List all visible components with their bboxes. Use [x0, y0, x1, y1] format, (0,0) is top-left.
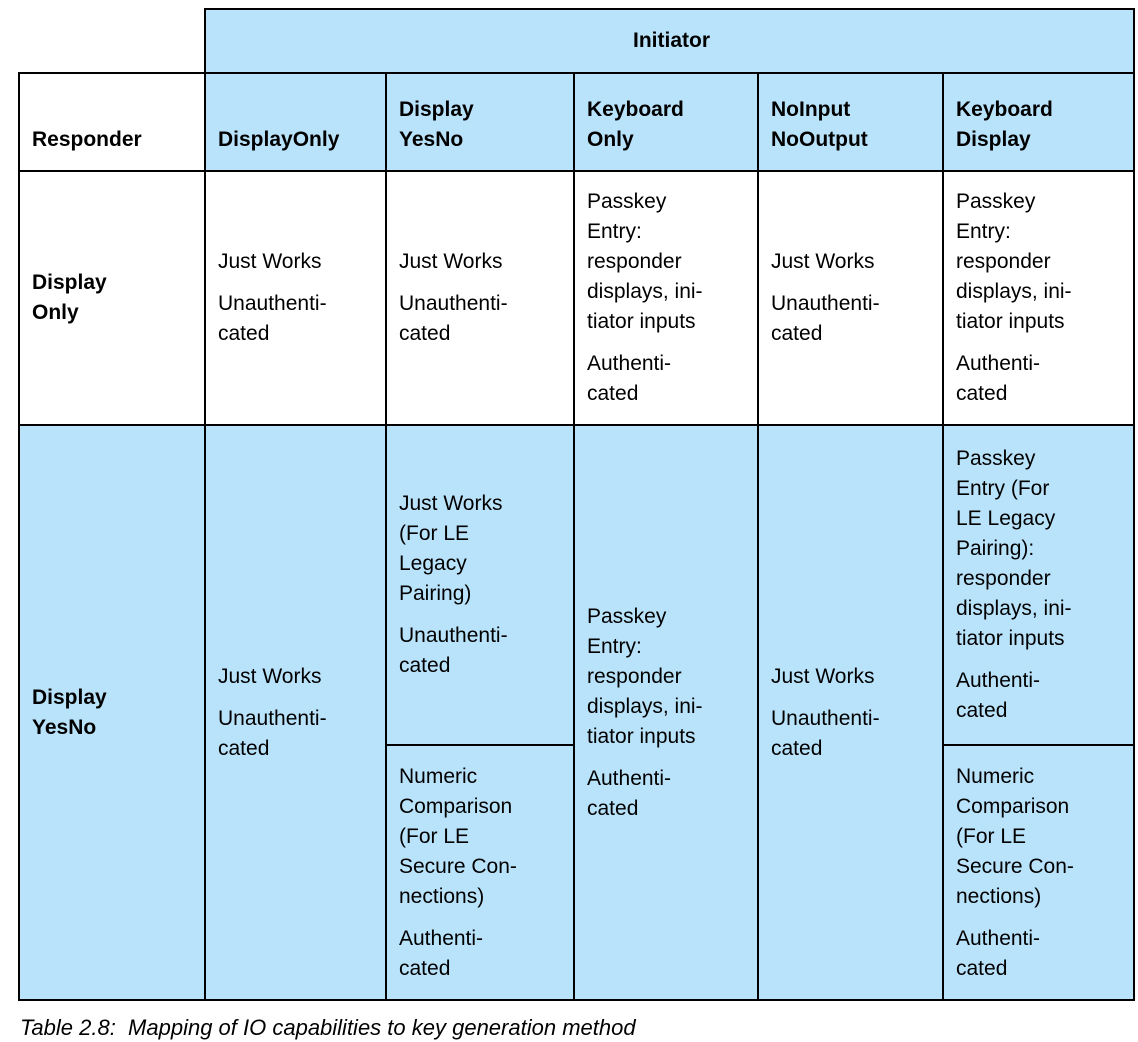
table-caption: Table 2.8: Mapping of IO capabilities to…	[20, 1015, 636, 1040]
column-header-keyboard-only: Keyboard Only	[573, 72, 759, 172]
row-header-label: Display Only	[32, 271, 107, 324]
cell-display-yesno-vs-noinput-nooutput: Just Works Unauthenti- cated	[757, 424, 944, 1001]
cell-displayonly-vs-keyboard-only: Passkey Entry: responder displays, ini- …	[573, 170, 759, 426]
header-label: Responder	[32, 128, 142, 151]
responder-axis-header: Responder	[18, 72, 206, 172]
initiator-axis-header: Initiator	[203, 8, 1136, 74]
cell-paragraph: Just Works	[771, 250, 875, 273]
cell-paragraph: Authenti- cated	[956, 352, 1041, 405]
column-header-display-yesno: Display YesNo	[385, 72, 575, 172]
cell-displayonly-vs-display-yesno: Just Works Unauthenti- cated	[385, 170, 575, 426]
cell-display-yesno-vs-displayonly: Just Works Unauthenti- cated	[204, 424, 387, 1001]
cell-paragraph: Unauthenti- cated	[218, 292, 327, 345]
document-page: Initiator Responder DisplayOnly Display …	[18, 8, 1136, 1042]
cell-display-yesno-vs-display-yesno-legacy: Just Works (For LE Legacy Pairing) Unaut…	[385, 424, 575, 746]
cell-display-yesno-vs-keyboard-display-secure: Numeric Comparison (For LE Secure Con- n…	[941, 744, 1136, 1001]
cell-paragraph: Numeric Comparison (For LE Secure Con- n…	[399, 764, 517, 908]
header-label: Display YesNo	[399, 98, 474, 151]
row-header-label: Display YesNo	[32, 685, 107, 739]
cell-paragraph: Authenti- cated	[587, 352, 672, 405]
cell-paragraph: Passkey Entry (For LE Legacy Pairing): r…	[956, 447, 1072, 650]
cell-paragraph: Unauthenti- cated	[399, 624, 508, 677]
cell-displayonly-vs-keyboard-display: Passkey Entry: responder displays, ini- …	[941, 170, 1136, 426]
cell-paragraph: Unauthenti- cated	[771, 292, 880, 345]
cell-paragraph: Just Works	[771, 664, 875, 688]
cell-paragraph: Passkey Entry: responder displays, ini- …	[587, 604, 703, 748]
cell-paragraph: Passkey Entry: responder displays, ini- …	[587, 190, 703, 333]
column-header-keyboard-display: Keyboard Display	[941, 72, 1136, 172]
header-label: Keyboard Display	[956, 98, 1053, 151]
cell-paragraph: Unauthenti- cated	[218, 706, 327, 760]
cell-paragraph: Authenti- cated	[399, 926, 484, 980]
header-label: DisplayOnly	[218, 128, 340, 151]
cell-paragraph: Just Works (For LE Legacy Pairing)	[399, 492, 503, 605]
cell-paragraph: Unauthenti- cated	[771, 706, 880, 760]
cell-paragraph: Authenti- cated	[587, 766, 672, 820]
io-capabilities-table: Initiator Responder DisplayOnly Display …	[18, 8, 1136, 1001]
header-label: NoInput NoOutput	[771, 98, 868, 151]
cell-paragraph: Passkey Entry: responder displays, ini- …	[956, 190, 1072, 333]
row-header-display-yesno: Display YesNo	[18, 424, 206, 1001]
cell-paragraph: Numeric Comparison (For LE Secure Con- n…	[956, 764, 1074, 908]
cell-paragraph: Just Works	[218, 664, 322, 688]
column-header-noinput-nooutput: NoInput NoOutput	[757, 72, 944, 172]
cell-display-yesno-vs-keyboard-only: Passkey Entry: responder displays, ini- …	[573, 424, 759, 1001]
cell-paragraph: Authenti- cated	[956, 669, 1041, 722]
cell-display-yesno-vs-keyboard-display-legacy: Passkey Entry (For LE Legacy Pairing): r…	[941, 424, 1136, 746]
cell-paragraph: Unauthenti- cated	[399, 292, 508, 345]
header-label: Keyboard Only	[587, 98, 684, 151]
row-header-display-only: Display Only	[18, 170, 206, 426]
column-header-displayonly: DisplayOnly	[204, 72, 387, 172]
cell-display-yesno-vs-display-yesno-secure: Numeric Comparison (For LE Secure Con- n…	[385, 744, 575, 1001]
cell-paragraph: Just Works	[218, 250, 322, 273]
cell-displayonly-vs-displayonly: Just Works Unauthenti- cated	[204, 170, 387, 426]
table-corner-spacer	[19, 9, 205, 73]
cell-paragraph: Just Works	[399, 250, 503, 273]
cell-paragraph: Authenti- cated	[956, 926, 1041, 980]
cell-displayonly-vs-noinput-nooutput: Just Works Unauthenti- cated	[757, 170, 944, 426]
